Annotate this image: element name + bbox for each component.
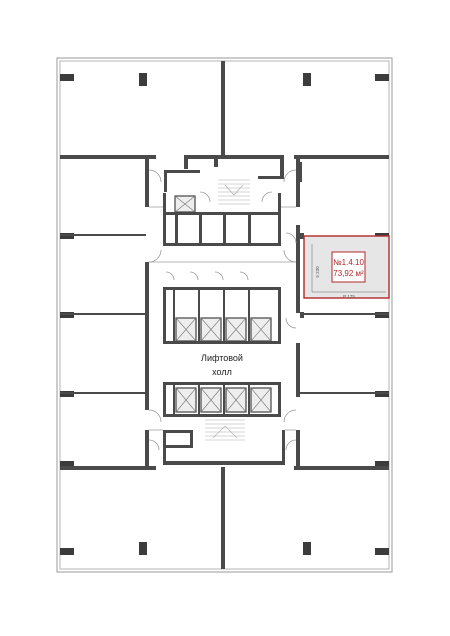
door-swings — [148, 169, 297, 451]
unit-area: 73,92 м² — [333, 269, 364, 278]
office-partitions — [60, 162, 389, 394]
lift-cars-upper — [175, 317, 272, 342]
service-lift — [174, 195, 196, 213]
lobby-label-line1: Лифтовой — [201, 353, 243, 363]
unit-label-box — [331, 251, 366, 283]
unit-height-dimension: 5 230 — [315, 266, 320, 278]
lobby-label-line2: холл — [212, 367, 232, 377]
lift-shaft-dividers — [173, 290, 250, 414]
interior-lines — [149, 206, 296, 431]
highlighted-unit[interactable]: №1.4.10 73,92 м² P 175 5 230 — [303, 235, 390, 299]
unit-width-dimension: P 175 — [343, 294, 355, 299]
lift-cars-lower — [175, 387, 272, 413]
structural-walls — [60, 61, 389, 569]
stairs-top — [218, 179, 250, 205]
stairs-bottom — [205, 419, 245, 441]
unit-number: №1.4.10 — [333, 258, 364, 267]
